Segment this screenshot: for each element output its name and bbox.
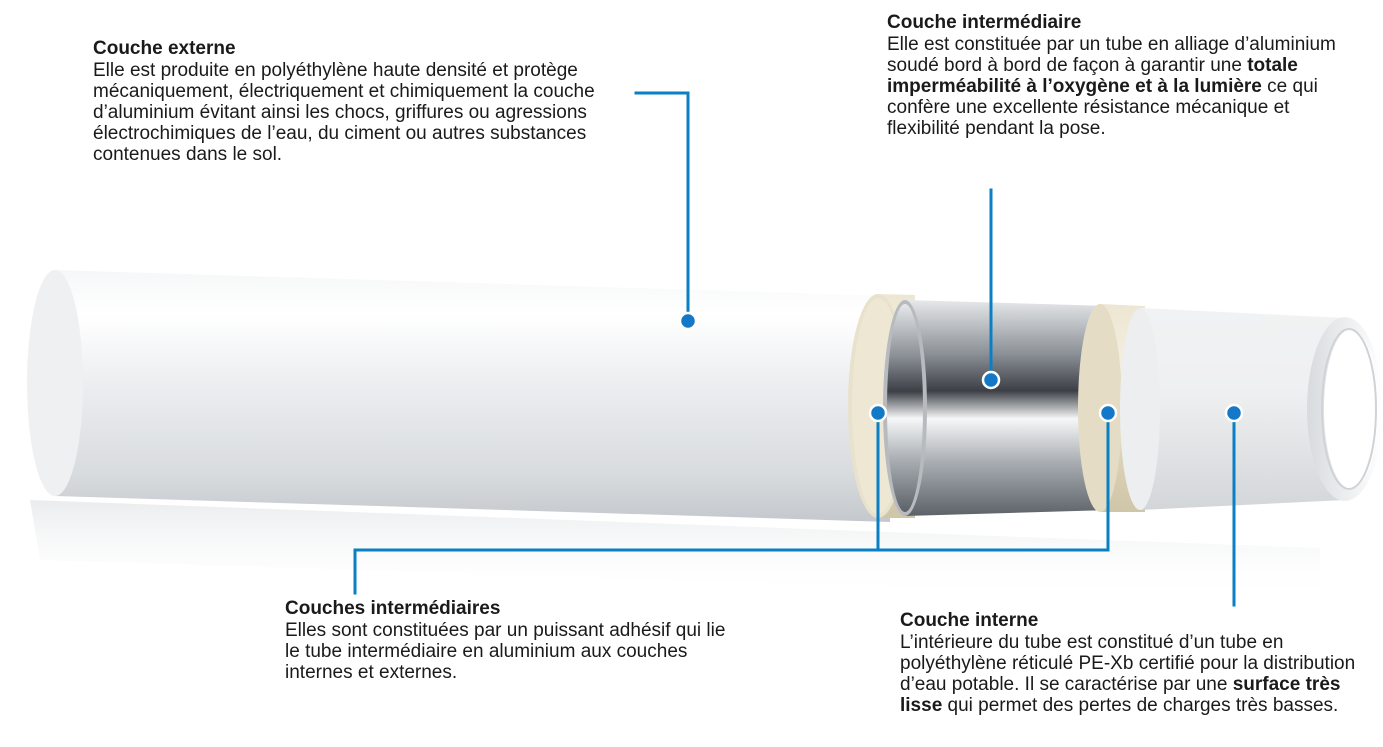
dot-external (678, 311, 698, 331)
dot-intermediate (981, 370, 1001, 390)
outer-pipe (36, 270, 890, 522)
leader-external (634, 91, 690, 322)
intermediate-layer-text: Elle est constituée par un tube en allia… (887, 34, 1336, 139)
label-external-layer: Couche externe Elle est produite en poly… (93, 38, 603, 165)
dot-adhesive-left (868, 403, 888, 423)
dot-adhesive-right (1098, 403, 1118, 423)
label-adhesive-layers: Couches intermédiaires Elles sont consti… (285, 598, 735, 683)
internal-layer-highlight: surface très lisse (900, 674, 1341, 716)
adhesive-layers-text: Elles sont constituées par un puissant a… (285, 620, 726, 683)
internal-layer-text: L’intérieure du tube est constitué d’un … (900, 632, 1356, 716)
aluminium-layer (905, 300, 1110, 516)
internal-layer-title: Couche interne (900, 610, 1039, 631)
leader-lines (353, 91, 1236, 607)
label-internal-layer: Couche interne L’intérieure du tube est … (900, 610, 1370, 716)
leader-dots (678, 311, 1244, 423)
external-layer-title: Couche externe (93, 38, 236, 59)
pipe-end-opening (1324, 329, 1378, 489)
outer-pipe-left-end (27, 270, 83, 496)
intermediate-layer-title: Couche intermédiaire (887, 12, 1082, 33)
label-intermediate-layer: Couche intermédiaire Elle est constituée… (887, 12, 1357, 139)
inner-pipe (1140, 308, 1345, 510)
leader-adhesive (353, 411, 1110, 595)
external-layer-text: Elle est produite en polyéthylène haute … (93, 60, 595, 165)
dot-internal (1224, 403, 1244, 423)
intermediate-layer-highlight: totale imperméabilité à l’oxygène et à l… (887, 55, 1298, 97)
adhesive-layers-title: Couches intermédiaires (285, 598, 501, 619)
